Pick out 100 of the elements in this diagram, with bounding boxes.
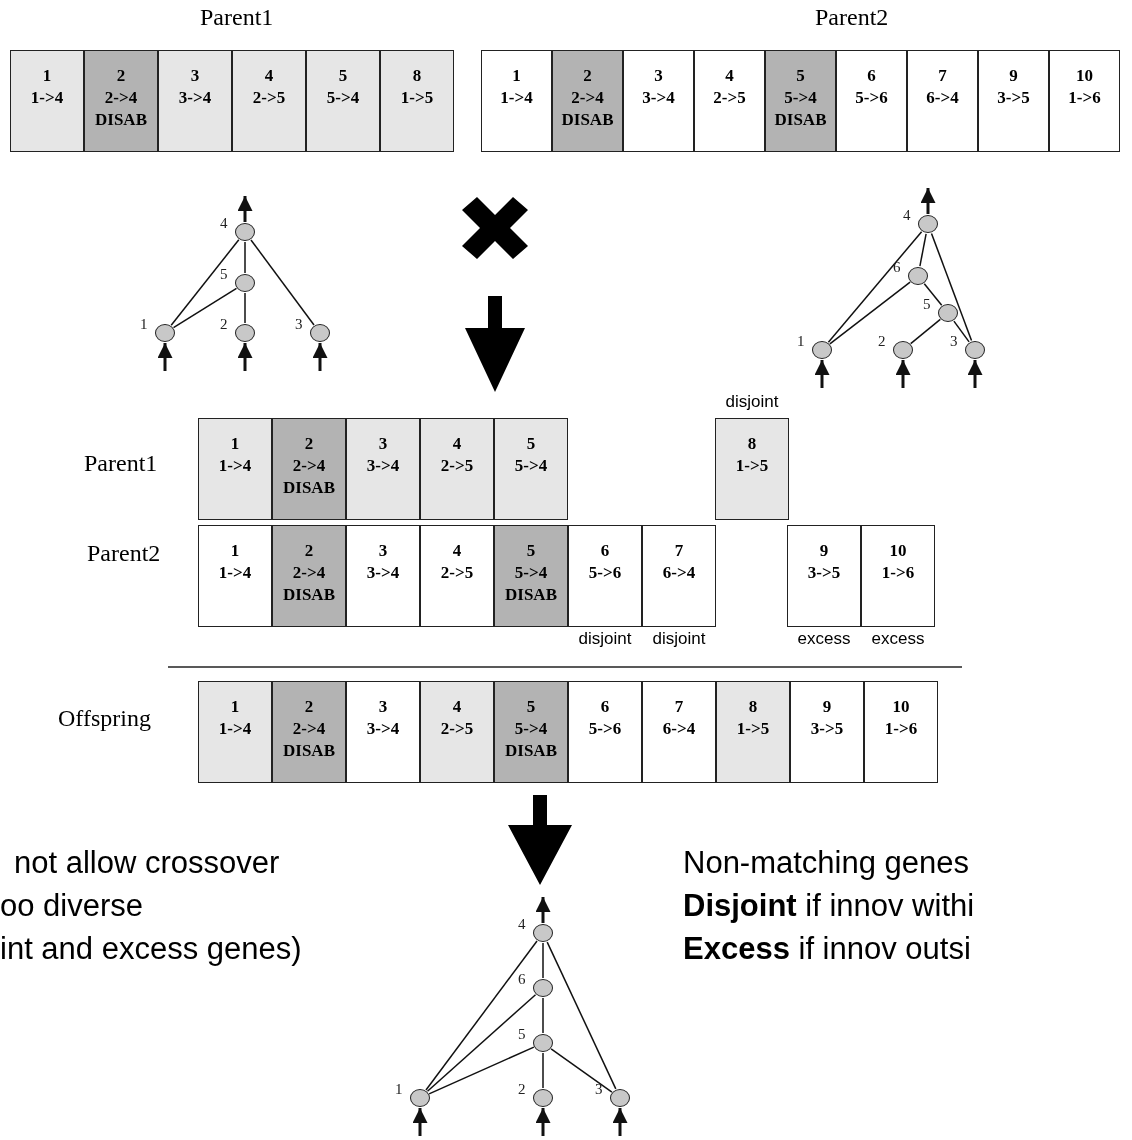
gene-box (568, 525, 642, 627)
connection-label: 3->4 (641, 87, 676, 109)
connection-line (428, 1046, 535, 1095)
status-label: DISAB (504, 740, 558, 762)
node-number: 3 (595, 1081, 603, 1098)
connection-label: 6->4 (925, 87, 960, 109)
innovation-number: 2 (303, 433, 315, 455)
innovation-number: 6 (866, 65, 877, 87)
innovation-number: 5 (795, 65, 806, 87)
gene-box (420, 681, 494, 783)
row-label: Offspring (58, 705, 151, 732)
innovation-number: 2 (303, 540, 315, 562)
network-node-circle (235, 223, 255, 241)
connection-label: 5->4 (513, 455, 549, 477)
innovation-number: 9 (818, 540, 830, 562)
innovation-number: 4 (263, 65, 275, 87)
gene-box (420, 525, 494, 627)
gene-box (694, 50, 765, 152)
innovation-number: 9 (821, 696, 833, 718)
innovation-number: 5 (525, 540, 537, 562)
node-number: 1 (797, 333, 805, 350)
gene-box (272, 525, 346, 627)
connection-line (170, 239, 240, 326)
network-node-circle (938, 304, 958, 322)
connection-line (953, 320, 970, 343)
status-label: DISAB (282, 584, 336, 606)
innovation-number: 4 (451, 540, 463, 562)
gene-box (198, 681, 272, 783)
gene-box (380, 50, 454, 152)
connection-label: 1->6 (880, 562, 916, 584)
connection-label: 1->5 (735, 718, 771, 740)
network-node-circle (908, 267, 928, 285)
connection-label: 1->5 (734, 455, 770, 477)
arrow (412, 1108, 428, 1136)
network-node-circle (410, 1089, 430, 1107)
note-text: Excess if innov outsi (683, 931, 971, 967)
network-node-circle (533, 1034, 553, 1052)
gene-box (864, 681, 938, 783)
note-text: int and excess genes) (0, 931, 302, 967)
status-label: DISAB (94, 109, 148, 131)
gene-note: disjoint (725, 392, 779, 412)
connection-label: 5->6 (854, 87, 889, 109)
arrow (535, 897, 551, 923)
node-number: 1 (140, 316, 148, 333)
network-node-circle (155, 324, 175, 342)
innovation-number: 2 (582, 65, 593, 87)
connection-label: 2->4 (291, 455, 327, 477)
innovation-number: 3 (189, 65, 201, 87)
connection-label: 1->4 (217, 562, 253, 584)
connection-label: 5->4 (513, 718, 549, 740)
node-number: 6 (893, 259, 901, 276)
connection-line (425, 940, 538, 1091)
innovation-number: 10 (891, 696, 911, 718)
gene-box (787, 525, 861, 627)
innovation-number: 5 (525, 433, 537, 455)
gene-note: excess (797, 629, 851, 649)
gene-box (836, 50, 907, 152)
gene-box (198, 418, 272, 520)
innovation-number: 10 (888, 540, 908, 562)
gene-box (1049, 50, 1120, 152)
innovation-number: 5 (337, 65, 349, 87)
connection-label: 3->4 (365, 718, 401, 740)
status-label: DISAB (504, 584, 558, 606)
gene-note: disjoint (578, 629, 632, 649)
gene-box (306, 50, 380, 152)
note-text: Non-matching genes (683, 845, 970, 881)
gene-box (552, 50, 623, 152)
arrow (895, 360, 911, 388)
gene-box (790, 681, 864, 783)
arrow (967, 360, 983, 388)
connection-label: 2->5 (439, 455, 475, 477)
connection-line (172, 287, 238, 329)
innovation-number: 2 (303, 696, 315, 718)
connection-label: 2->5 (439, 718, 475, 740)
gene-box (907, 50, 978, 152)
innovation-number: 1 (41, 65, 53, 87)
connection-line (542, 942, 544, 979)
connection-label: 2->4 (291, 562, 327, 584)
connection-label: 1->4 (217, 455, 253, 477)
node-number: 5 (220, 266, 228, 283)
connection-label: 5->4 (513, 562, 549, 584)
connection-label: 1->6 (1067, 87, 1102, 109)
node-number: 2 (878, 333, 886, 350)
network-node-circle (893, 341, 913, 359)
node-number: 2 (220, 316, 228, 333)
network-node-circle (533, 1089, 553, 1107)
connection-label: 5->6 (587, 718, 623, 740)
connection-label: 1->4 (499, 87, 534, 109)
note-text: oo diverse (0, 888, 144, 924)
gene-box (861, 525, 935, 627)
connection-line (542, 997, 544, 1034)
node-number: 4 (518, 916, 526, 933)
arrow (612, 1108, 628, 1136)
node-number: 3 (950, 333, 958, 350)
network-node-circle (812, 341, 832, 359)
network-node-circle (310, 324, 330, 342)
arrow (237, 196, 253, 222)
gene-note: excess (871, 629, 925, 649)
gene-box (978, 50, 1049, 152)
gene-box (568, 681, 642, 783)
